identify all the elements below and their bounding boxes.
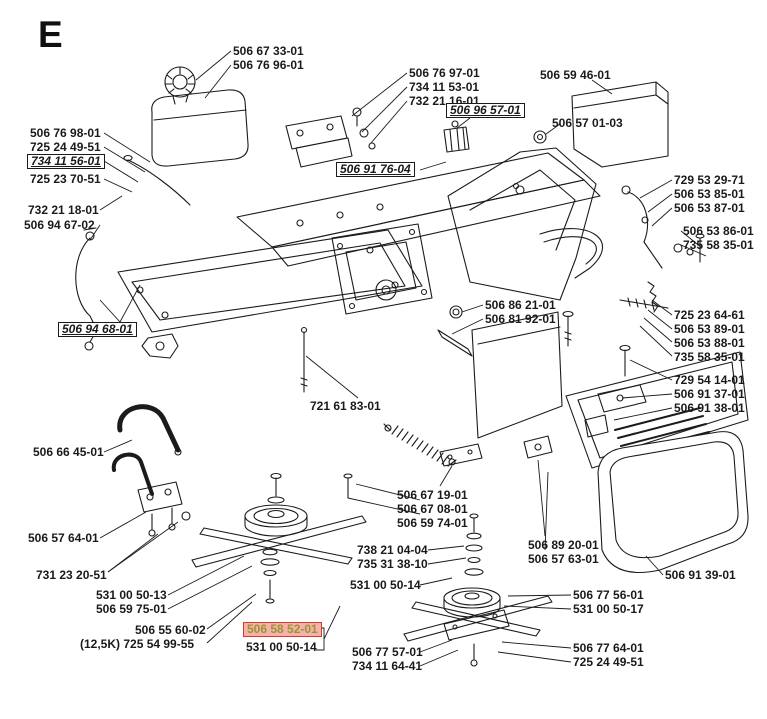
part-label: 506 86 21-01: [485, 298, 556, 312]
part-label: 506 77 56-01: [573, 588, 644, 602]
part-label: 506 59 74-01: [397, 516, 468, 530]
top-brackets: [285, 107, 547, 168]
part-label: 735 58 35-01: [674, 350, 745, 364]
part-label: 531 00 50-14: [350, 578, 421, 592]
left-handles: [111, 404, 191, 537]
part-label: 506 94 68-01: [58, 322, 137, 337]
seat-plate: [571, 81, 669, 168]
part-label: 506 53 87-01: [674, 201, 745, 215]
part-label: 734 11 53-01: [409, 80, 480, 94]
part-label: 506 81 92-01: [485, 312, 556, 326]
part-label: 729 53 29-71: [674, 173, 745, 187]
part-label: 506 91 38-01: [674, 401, 745, 415]
fuel-tank: [151, 66, 249, 167]
rear-panels: [471, 311, 749, 574]
part-label: 506 57 63-01: [528, 552, 599, 566]
part-label: 506 57 64-01: [28, 531, 99, 545]
throttle-cable: [75, 227, 98, 351]
part-label: 735 58 35-01: [683, 238, 754, 252]
part-label: 725 23 64-61: [674, 308, 745, 322]
part-label: 721 61 83-01: [310, 399, 381, 413]
part-label: 506 77 64-01: [573, 641, 644, 655]
part-label: 531 00 50-17: [573, 602, 644, 616]
part-label: 531 00 50-13: [96, 588, 167, 602]
part-label: 731 23 20-51: [36, 568, 107, 582]
leader-lines: [89, 50, 707, 667]
part-label: 506 55 60-02: [135, 623, 206, 637]
part-label: 506 89 20-01: [528, 538, 599, 552]
part-label: 506 67 08-01: [397, 502, 468, 516]
part-label: 506 67 33-01: [233, 44, 304, 58]
part-label: 506 53 88-01: [674, 336, 745, 350]
part-label: 506 57 01-03: [552, 116, 623, 130]
part-label: 506 77 57-01: [352, 645, 423, 659]
part-label: 506 66 45-01: [33, 445, 104, 459]
part-label: 506 76 97-01: [409, 66, 480, 80]
part-label: 506 59 46-01: [540, 68, 611, 82]
part-label-highlighted: 506 58 52-01: [243, 622, 322, 637]
part-label: 506 94 67-02: [24, 218, 95, 232]
part-label: 506 91 76-04: [336, 162, 415, 177]
part-label: 725 24 49-51: [573, 655, 644, 669]
part-label: 531 00 50-14: [246, 640, 317, 654]
lever-assembly: [597, 185, 705, 413]
part-label: 506 96 57-01: [446, 103, 525, 118]
part-label: 734 11 64-41: [352, 659, 423, 673]
part-label: 735 31 38-10: [357, 557, 428, 571]
blade-assembly-right: [403, 513, 553, 667]
part-label: 732 21 18-01: [28, 203, 99, 217]
tension-spring: [343, 423, 483, 499]
part-label: 506 67 19-01: [397, 488, 468, 502]
part-label: 506 53 85-01: [674, 187, 745, 201]
part-label: (12,5K) 725 54 99-55: [80, 637, 195, 651]
section-letter: E: [38, 14, 63, 55]
part-label: 734 11 56-01: [27, 154, 105, 169]
part-label: 729 54 14-01: [674, 373, 745, 387]
part-label: 506 76 96-01: [233, 58, 304, 72]
part-label: 506 76 98-01: [30, 126, 101, 140]
part-label: 725 24 49-51: [30, 140, 101, 154]
main-frame: [117, 147, 603, 393]
part-label: 725 23 70-51: [30, 172, 101, 186]
part-label: 738 21 04-04: [357, 543, 428, 557]
part-label: 506 53 86-01: [683, 224, 754, 238]
part-label: 506 91 37-01: [674, 387, 745, 401]
blade-assembly-left: [191, 472, 367, 604]
part-label: 506 53 89-01: [674, 322, 745, 336]
part-label: 506 91 39-01: [665, 568, 736, 582]
part-label: 506 59 75-01: [96, 602, 167, 616]
